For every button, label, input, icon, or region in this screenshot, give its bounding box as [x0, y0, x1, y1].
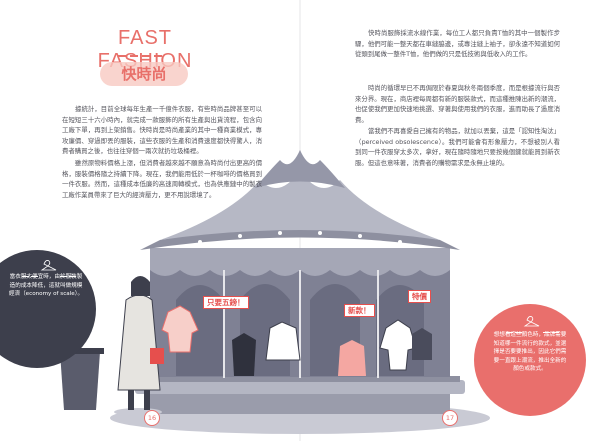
- right-circle-decoration: [506, 322, 524, 333]
- carousel-base: [150, 390, 450, 414]
- right-paragraph-1: 快時尚服飾採流水線作業，每位工人都只負責T恤的其中一個製作步驟，他們可能一整天都…: [355, 29, 560, 59]
- title-chinese: 快時尚: [121, 65, 167, 83]
- tag-only-five-pounds: 只要五鎊！: [203, 296, 249, 309]
- carousel-canopy-band: [150, 248, 450, 270]
- pole-1: [223, 270, 225, 378]
- right-paragraph-2: 時尚的循環早已不再侷限於春夏與秋冬兩個季度，而是根據流行與否來分界。現在，商店裡…: [355, 84, 560, 124]
- page-number-left: 16: [144, 410, 160, 426]
- garment-white-top: [265, 321, 301, 361]
- garment-dark-dress: [232, 333, 256, 376]
- shopper-hair: [131, 276, 150, 296]
- shopping-bag: [150, 348, 164, 364]
- garment-pattern-dress: [338, 340, 366, 376]
- carousel-roof: [160, 170, 440, 240]
- trash-bin: [60, 352, 100, 410]
- left-paragraph-1: 據統計，目前全球每年生產一千億件衣服，有些時尚品牌甚至可以在短短三十六小時內，就…: [62, 105, 262, 156]
- title-highlight: [100, 62, 188, 86]
- garment-pink-shirt: [161, 305, 199, 353]
- garment-navy-top: [412, 328, 432, 360]
- page-number-right: 17: [442, 410, 458, 426]
- carousel-platform: [135, 380, 465, 394]
- tag-new-style: 新款！: [344, 304, 375, 317]
- pole-3: [377, 270, 379, 378]
- pole-2: [299, 270, 301, 378]
- garment-white-shirt: [379, 319, 417, 371]
- carousel-platform-edge: [140, 376, 460, 382]
- right-paragraph-3: 當我們不再喜愛自己擁有的物品，就加以丟棄，這是「認知性淘汰」（perceived…: [355, 127, 560, 167]
- left-circle-decoration: [22, 266, 40, 277]
- left-circle-text: 當衣服太便宜時，由於服裝製造的成本降低，這就叫做規模經濟（economy of …: [8, 274, 84, 298]
- left-paragraph-2: 雖然原物料價格上漲，但消費者越來越不願意為時尚付出更高的價格，服裝價格隨之持續下…: [62, 159, 262, 199]
- tag-special-price: 特價: [408, 290, 431, 303]
- right-circle-text: 想想看這些顏色時，品牌需要知道哪一件流行的款式，並選擇是否要要推出，因此它們需要…: [493, 332, 567, 373]
- carousel-crown: [255, 150, 345, 188]
